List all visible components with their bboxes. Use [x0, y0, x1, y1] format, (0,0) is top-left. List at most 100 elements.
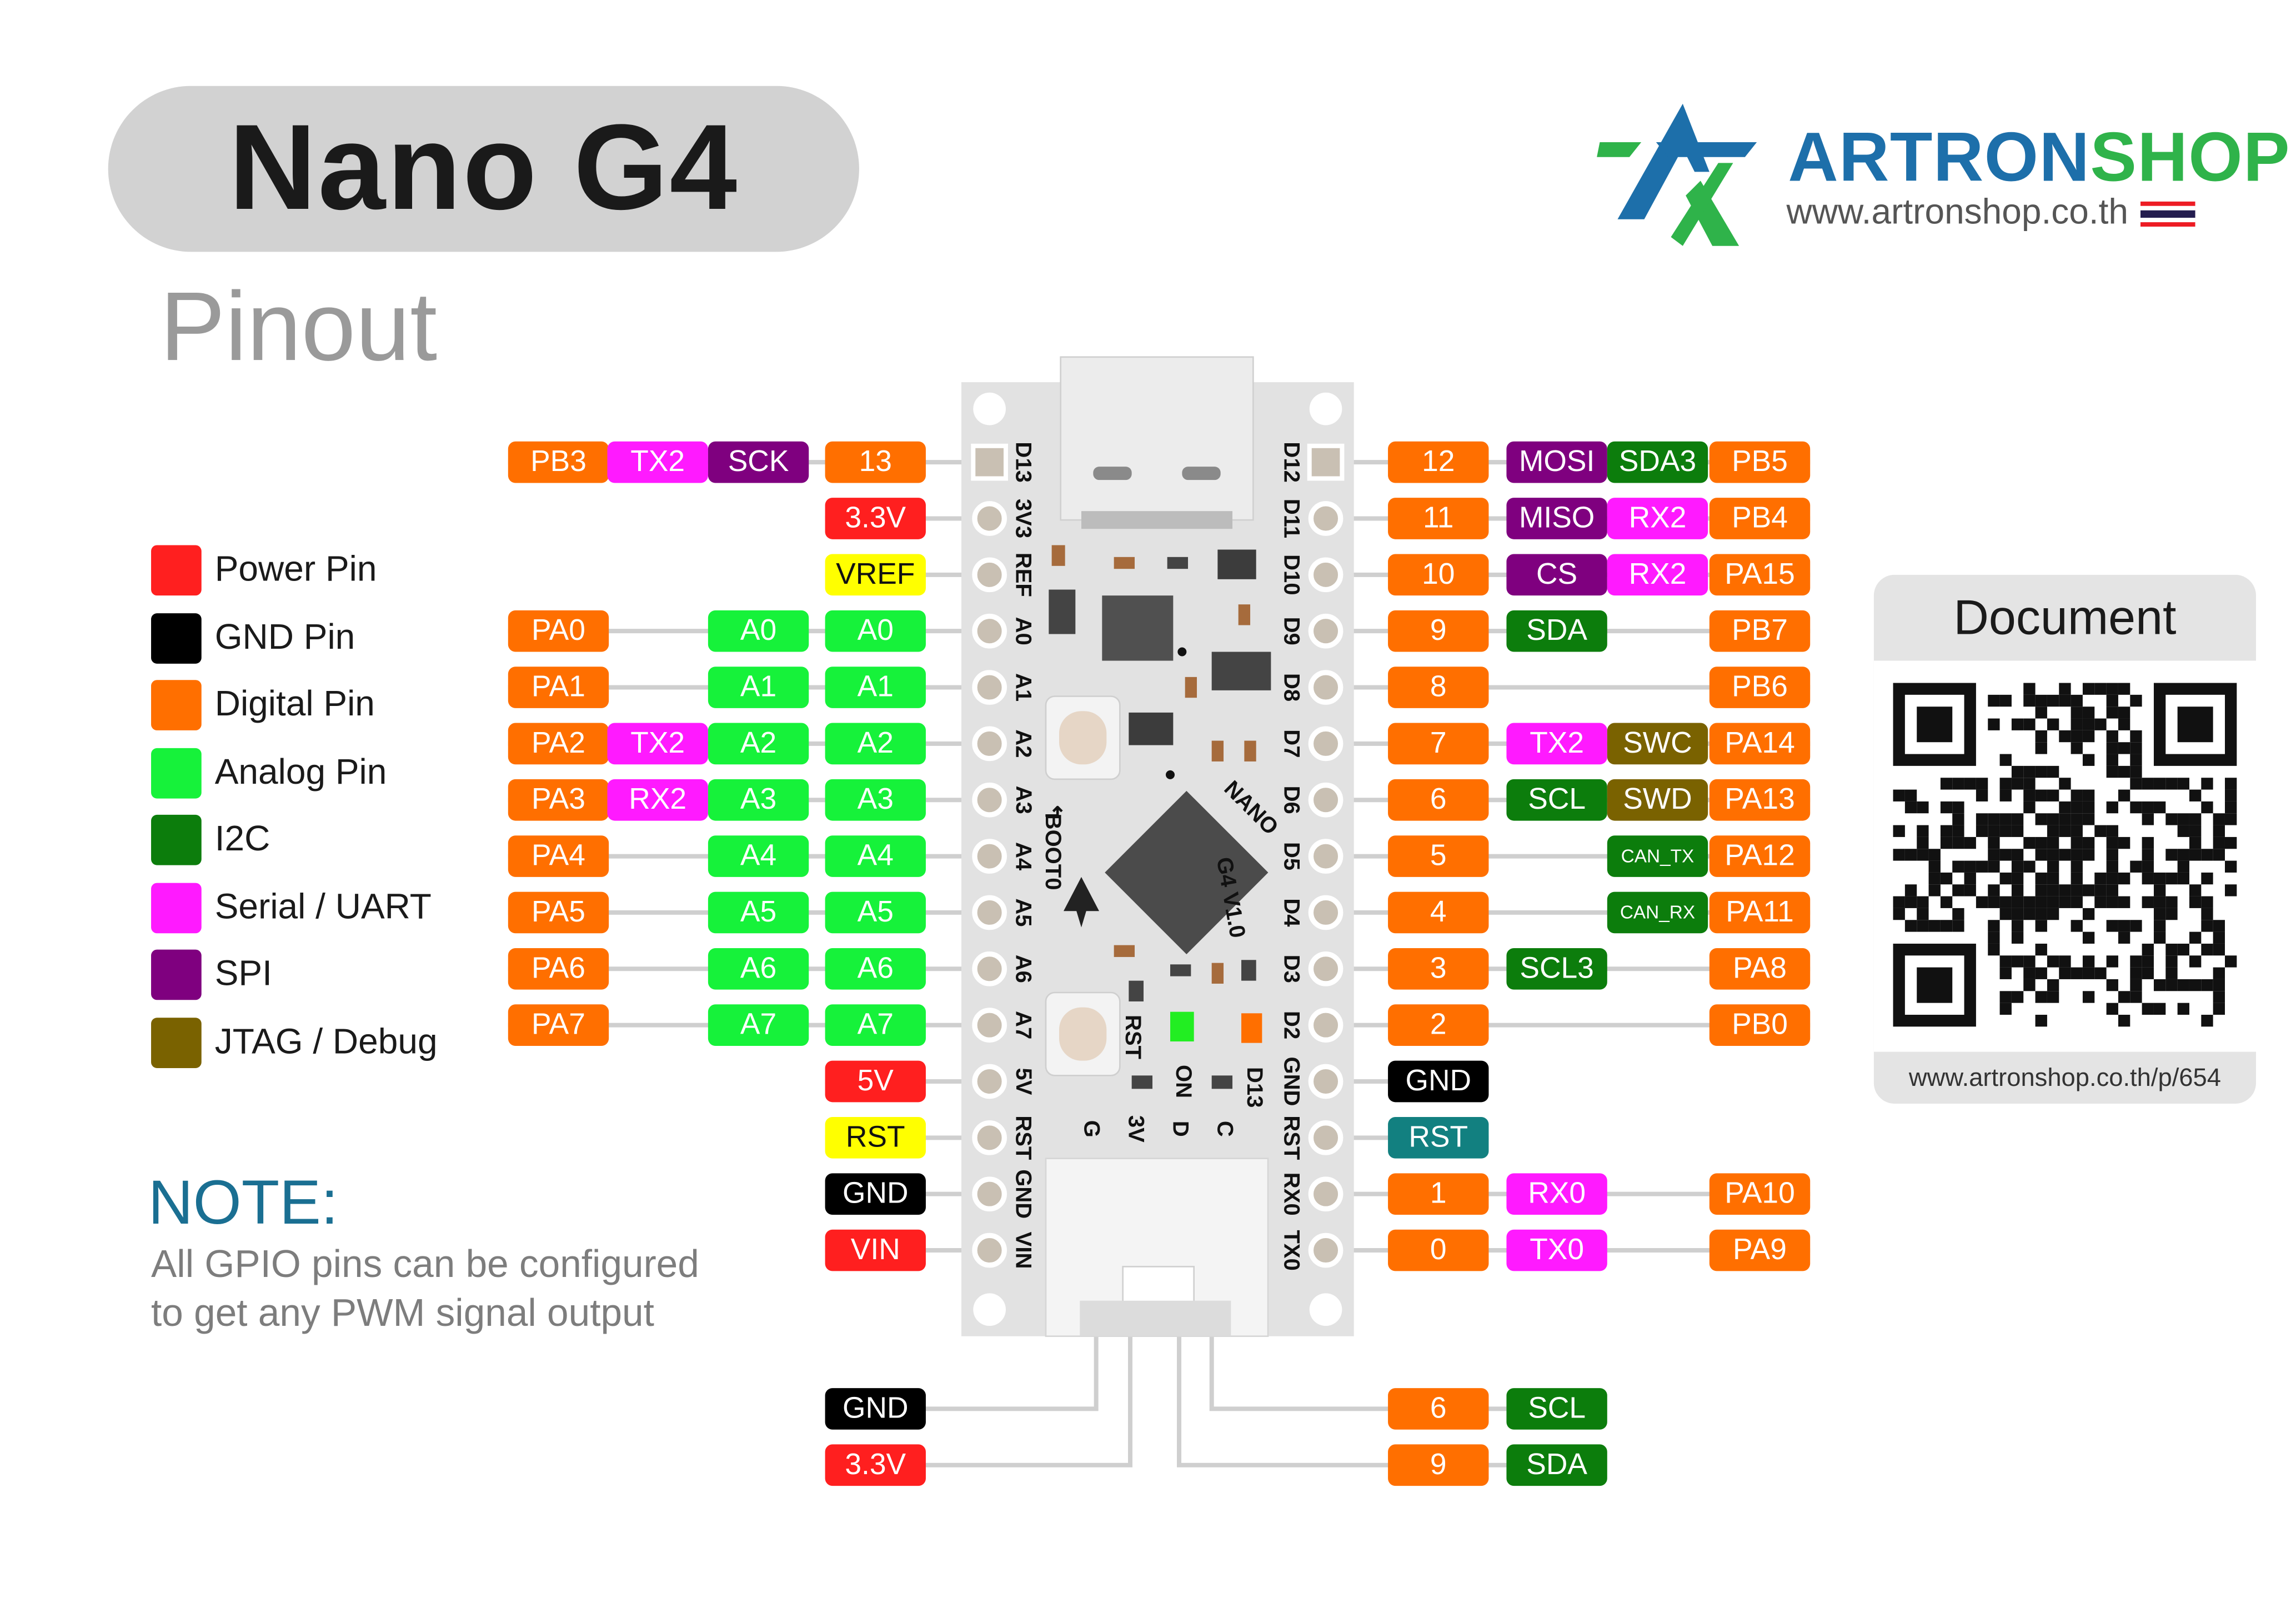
silk-label-left: REF	[1011, 553, 1036, 597]
connector-line	[1177, 1336, 1489, 1467]
thailand-flag-icon	[2141, 202, 2196, 227]
pin-label-right-uart: RX0	[1506, 1173, 1607, 1215]
mount-hole	[973, 1293, 1006, 1326]
brand-name: ARTRONSHOP	[1788, 116, 2290, 197]
pin-label-left-analog: A5	[708, 891, 809, 934]
pin-label-left-main: A3	[825, 779, 926, 821]
pin-label-left-analog: A0	[708, 610, 809, 652]
silk-label-left: A3	[1011, 786, 1036, 814]
pin-label-left-main: A2	[825, 723, 926, 765]
pin1-dot	[1177, 647, 1187, 657]
pin-label-right-jtag: SWD	[1607, 779, 1708, 821]
silk-label-right: GND	[1279, 1057, 1304, 1106]
silk-label-left: A7	[1011, 1011, 1036, 1039]
pin-label-left-uart: TX2	[607, 441, 708, 483]
qwiic-body	[1080, 1300, 1231, 1336]
legend-item: JTAG / Debug	[151, 1016, 438, 1068]
pin-label-left-main: VREF	[825, 554, 926, 596]
legend-swatch	[151, 747, 202, 798]
pin-label-right-main: 5	[1388, 835, 1489, 877]
silk-label-right: RX0	[1279, 1173, 1304, 1216]
note-title: NOTE:	[148, 1167, 339, 1238]
legend-item: Serial / UART	[151, 882, 432, 933]
chip-ldo	[1102, 595, 1174, 661]
page-title: Nano G4	[228, 101, 739, 236]
legend-label: JTAG / Debug	[214, 1021, 438, 1061]
silk-label-right: D9	[1279, 617, 1304, 645]
pin-label-right-uart: TX0	[1506, 1229, 1607, 1271]
pin-pad	[972, 557, 1007, 593]
pin-label-left-analog: A7	[708, 1004, 809, 1046]
pin-label-left-main: A5	[825, 891, 926, 934]
pin-label-right-main: 12	[1388, 441, 1489, 483]
pin-pad	[1308, 726, 1343, 762]
rst-label: RST	[1121, 1015, 1145, 1059]
pin-pad	[1308, 1064, 1343, 1099]
pin-pad	[1308, 1008, 1343, 1043]
pin-pad	[1308, 951, 1343, 986]
legend-swatch	[151, 882, 202, 933]
pin-label-right-digital: PA8	[1709, 948, 1811, 990]
silk-label-right: D6	[1279, 786, 1304, 814]
pin-label-left-digital: PA0	[508, 610, 609, 652]
legend-swatch	[151, 545, 202, 596]
document-url[interactable]: www.artronshop.co.th/p/654	[1908, 1063, 2221, 1092]
pin-label-right-digital: PA11	[1709, 891, 1811, 934]
pin-label-right-main: 10	[1388, 554, 1489, 596]
brand-name-part2: SHOP	[2090, 117, 2291, 196]
pin-label-bottom-right-main: 6	[1388, 1388, 1489, 1430]
pin-label-left-analog: A1	[708, 667, 809, 708]
led-on-label: ON	[1171, 1065, 1196, 1098]
legend-label: Digital Pin	[214, 684, 375, 725]
pin-label-right-jtag: SWC	[1607, 723, 1708, 765]
silk-label-left: A1	[1011, 673, 1036, 702]
pin-label-left-main: RST	[825, 1116, 926, 1159]
pin-label-right-main: 1	[1388, 1173, 1489, 1215]
legend-item: I2C	[151, 814, 270, 865]
pin-label-bottom-left: 3.3V	[825, 1444, 926, 1486]
pin-label-left-digital: PA3	[508, 779, 609, 821]
pin-pad	[1308, 557, 1343, 593]
silk-label-left: A0	[1011, 617, 1036, 645]
silk-label-right: RST	[1279, 1115, 1304, 1160]
pin-label-left-main: A4	[825, 835, 926, 877]
pin-pad	[1308, 670, 1343, 705]
usb-slot-left	[1093, 467, 1132, 480]
pin-pad	[1308, 839, 1343, 874]
mount-hole	[1309, 392, 1342, 425]
pin-label-right-main: GND	[1388, 1060, 1489, 1103]
pin-label-left-uart: RX2	[607, 779, 708, 821]
silk-label-right: D8	[1279, 673, 1304, 702]
pin-label-right-digital: PB0	[1709, 1004, 1811, 1046]
silk-label-right: D10	[1279, 554, 1304, 595]
pin-pad	[972, 1064, 1007, 1099]
pin-label-right-i2c: CAN_TX	[1607, 835, 1708, 877]
pin-pad	[972, 726, 1007, 762]
silk-label-left: A4	[1011, 842, 1036, 871]
silk-label-right: TX0	[1279, 1230, 1304, 1270]
pin-label-right-digital: PB7	[1709, 610, 1811, 652]
pin-pad	[1308, 1120, 1343, 1155]
note-line-1: All GPIO pins can be configured	[151, 1241, 699, 1286]
pin-label-bottom-right-main: 9	[1388, 1444, 1489, 1486]
qr-code[interactable]	[1873, 660, 2256, 1052]
pin-pad	[972, 1120, 1007, 1155]
connector-line	[924, 1336, 1099, 1411]
chip-diode	[1129, 712, 1174, 745]
pin-pad	[972, 670, 1007, 705]
led-d13-label: D13	[1242, 1067, 1267, 1108]
qwiic-pin-label: C	[1212, 1121, 1237, 1137]
pin-pad	[972, 839, 1007, 874]
pin-label-right-main: 3	[1388, 948, 1489, 990]
silk-label-left: RST	[1011, 1115, 1036, 1160]
pin-label-bottom-left: GND	[825, 1388, 926, 1430]
mount-hole	[1309, 1293, 1342, 1326]
silk-label-right: D3	[1279, 955, 1304, 983]
title-pill: Nano G4	[108, 86, 859, 252]
pin-label-right-digital: PA13	[1709, 779, 1811, 821]
pin-label-left-digital: PA6	[508, 948, 609, 990]
pin-pad	[972, 895, 1007, 930]
brand-name-part1: ARTRON	[1788, 117, 2091, 196]
qwiic-pin-label: D	[1168, 1121, 1192, 1137]
pin-label-right-uart: RX2	[1607, 554, 1708, 596]
